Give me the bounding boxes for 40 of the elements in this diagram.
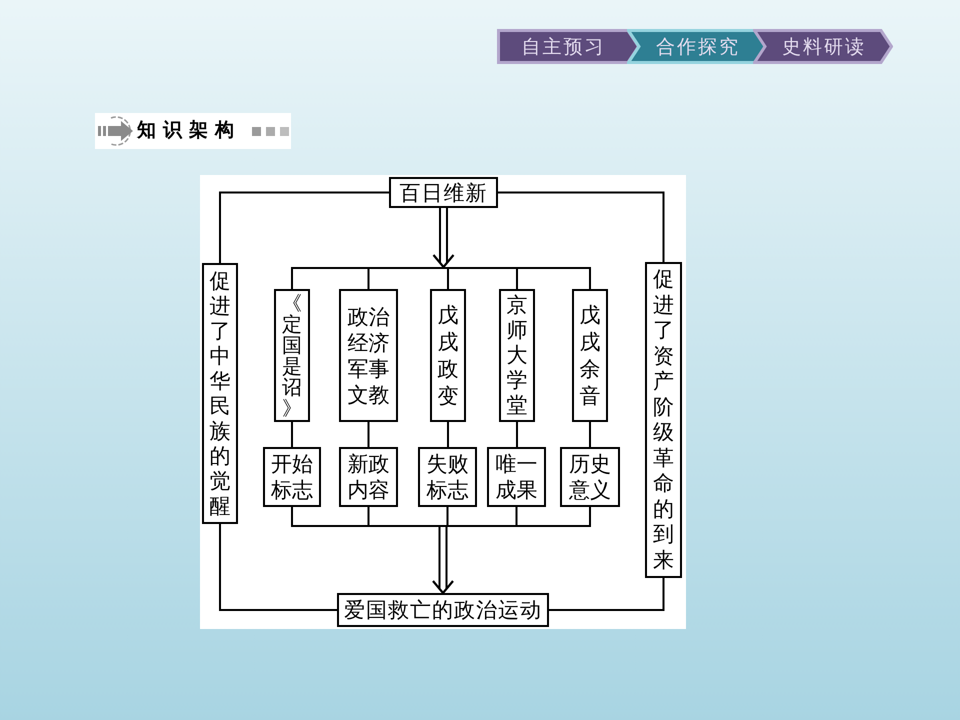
concept-box: 促进了资产阶级革命的到来 [645,262,682,578]
connector-line [291,422,293,447]
double-arrow [432,526,454,594]
concept-box: 唯一成果 [487,447,546,507]
connector-line [516,422,518,447]
concept-box: 失败标志 [418,447,477,507]
connector-line [516,507,518,525]
connector-line [498,192,664,262]
connector-line [589,507,591,525]
nav-tab: 自主预习 [497,29,640,64]
concept-box: 政治经济军事文教 [339,289,398,422]
concept-box: 历史意义 [560,447,620,507]
concept-box: 《定国是诏》 [274,289,310,422]
connector-line [368,507,370,525]
connector-line [291,269,293,289]
connector-line [447,269,449,289]
connector-line [291,507,293,525]
connector-line [589,269,591,289]
junction-line [291,267,591,269]
concept-box: 百日维新 [389,177,498,208]
connector-line [516,269,518,289]
connector-line [447,422,449,447]
concept-box: 促进了中华民族的觉醒 [202,263,238,524]
connector-line [446,507,448,525]
connector-line [368,269,370,289]
nav-tab: 史料研读 [753,29,893,64]
concept-box: 戊戌余音 [572,289,608,422]
connector-line [219,524,337,611]
double-arrow [432,207,455,268]
connector-line [368,422,370,447]
section-title: 知识架构 [137,118,241,142]
connector-line [549,578,664,611]
concept-box: 爱国救亡的政治运动 [337,593,549,627]
concept-box: 新政内容 [339,447,398,507]
connector-line [589,422,591,447]
junction-line [291,525,591,527]
connector-line [219,192,389,263]
concept-box: 开始标志 [263,447,321,507]
concept-box: 戊戌政变 [430,289,466,422]
concept-box: 京师大学堂 [499,289,535,422]
